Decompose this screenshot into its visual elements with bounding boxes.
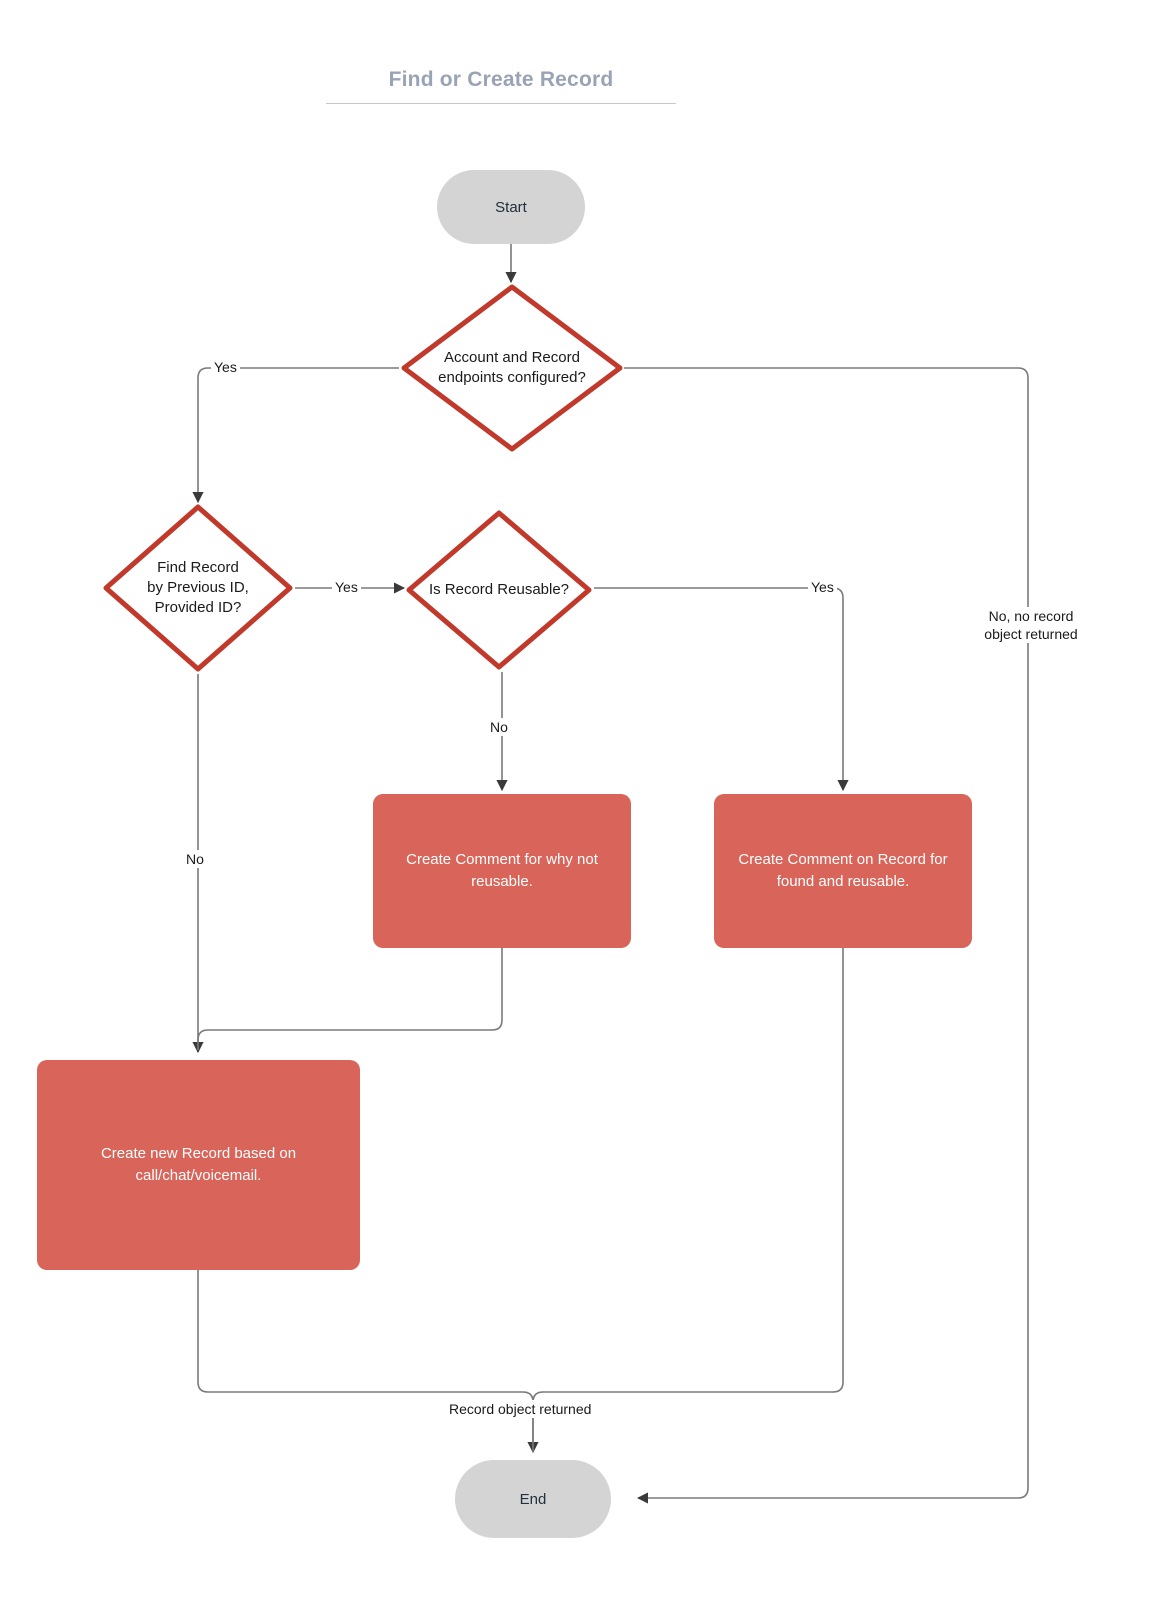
edge-label-record-object-returned: Record object returned xyxy=(446,1400,595,1419)
node-find-record[interactable]: Find Record by Previous ID, Provided ID? xyxy=(101,502,295,674)
node-start-label: Start xyxy=(495,198,527,216)
label-line-2: found and reusable. xyxy=(776,873,910,890)
node-create-new-record-label: Create new Record based on call/chat/voi… xyxy=(101,1143,296,1187)
node-is-record-reusable-label: Is Record Reusable? xyxy=(428,580,570,598)
page-title: Find or Create Record xyxy=(388,68,614,91)
edge-endpoints-yes-to-find-record xyxy=(192,367,399,504)
node-endpoints-configured[interactable]: Account and Record endpoints configured? xyxy=(399,282,625,454)
node-create-comment-why-not-reusable-label: Create Comment for why not reusable. xyxy=(406,849,598,893)
label-line-1: Create new Record based on xyxy=(100,1145,297,1163)
label-line-2: by Previous ID, xyxy=(147,578,249,596)
edge-label-no-find-record: No xyxy=(183,850,207,869)
edge-create-new-to-end xyxy=(197,1270,539,1454)
edge-label-no-endpoints: No, no record object returned xyxy=(958,607,1104,644)
label-line-2: object returned xyxy=(984,626,1078,643)
edge-comment-why-to-create-new xyxy=(197,948,503,1050)
diamond-shape xyxy=(401,284,623,452)
label-line-2: endpoints configured? xyxy=(438,369,586,386)
edge-label-no-reusable: No xyxy=(487,718,511,737)
label-line-1: Create Comment for why not xyxy=(406,851,598,869)
node-endpoints-configured-label: Account and Record endpoints configured? xyxy=(417,348,607,389)
label-line-1: Account and Record xyxy=(444,348,580,366)
label-line-2: reusable. xyxy=(471,873,533,890)
node-create-comment-found-reusable-label: Create Comment on Record for found and r… xyxy=(738,849,947,893)
node-create-new-record[interactable]: Create new Record based on call/chat/voi… xyxy=(37,1060,360,1270)
node-find-record-label: Find Record by Previous ID, Provided ID? xyxy=(117,558,280,619)
node-is-record-reusable[interactable]: Is Record Reusable? xyxy=(404,508,594,672)
label-line-3: Provided ID? xyxy=(154,599,242,617)
node-create-comment-why-not-reusable[interactable]: Create Comment for why not reusable. xyxy=(373,794,631,948)
label-line-1: Create Comment on Record for xyxy=(738,851,948,869)
edge-comment-found-to-end xyxy=(532,948,844,1452)
diamond-shape xyxy=(103,504,293,672)
label-line-1: No, no record xyxy=(988,608,1074,624)
label-line-2: call/chat/voicemail. xyxy=(135,1167,262,1184)
diamond-shape xyxy=(406,510,592,670)
node-create-comment-found-reusable[interactable]: Create Comment on Record for found and r… xyxy=(714,794,972,948)
edge-label-yes-endpoints: Yes xyxy=(211,358,240,377)
edge-label-yes-find-record: Yes xyxy=(332,578,361,597)
title-divider xyxy=(326,103,676,104)
edge-label-yes-reusable: Yes xyxy=(808,578,837,597)
edge-endpoints-no-to-end xyxy=(624,367,1029,1504)
node-start[interactable]: Start xyxy=(437,170,585,244)
node-end[interactable]: End xyxy=(455,1460,611,1538)
edge-reusable-yes-to-comment-found xyxy=(594,587,849,792)
node-end-label: End xyxy=(519,1490,547,1508)
label-line-1: Find Record xyxy=(157,558,239,576)
